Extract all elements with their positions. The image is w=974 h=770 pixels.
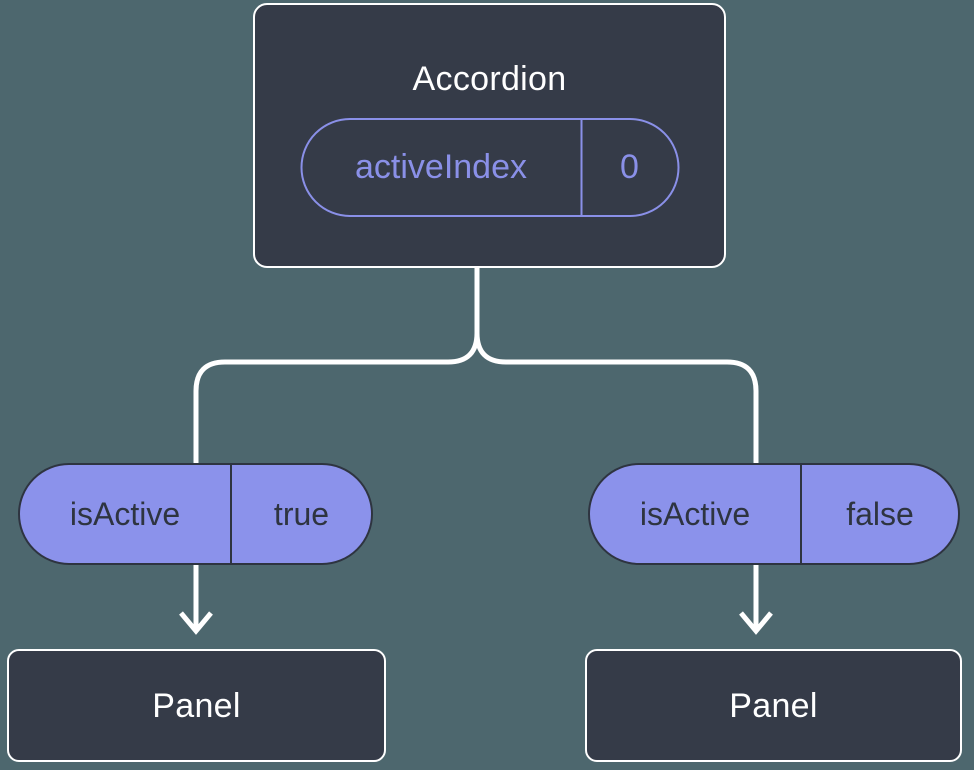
prop-pill-isactive-true: isActive true	[18, 463, 373, 565]
prop-pill-isactive-false: isActive false	[588, 463, 960, 565]
state-pill-activeindex: activeIndex 0	[300, 118, 679, 217]
pill-divider	[230, 465, 232, 563]
accordion-node-title: Accordion	[412, 60, 567, 98]
panel-node-title: Panel	[152, 687, 241, 725]
connector-branch-left	[193, 266, 480, 629]
prop-pill-value: true	[273, 495, 330, 532]
state-pill-value: 0	[620, 148, 639, 186]
accordion-node: Accordion activeIndex 0	[253, 3, 726, 268]
prop-pill-label: isActive	[639, 495, 751, 532]
panel-node-title: Panel	[729, 687, 818, 725]
panel-node-left: Panel	[7, 649, 386, 762]
arrow-down-icon	[179, 611, 213, 635]
state-pill-label: activeIndex	[355, 148, 527, 186]
pill-divider	[580, 120, 582, 215]
connector-branch-right	[474, 266, 759, 629]
arrow-down-icon	[739, 611, 773, 635]
pill-divider	[800, 465, 802, 563]
panel-node-right: Panel	[585, 649, 962, 762]
prop-pill-label: isActive	[69, 495, 181, 532]
prop-pill-value: false	[846, 495, 914, 532]
